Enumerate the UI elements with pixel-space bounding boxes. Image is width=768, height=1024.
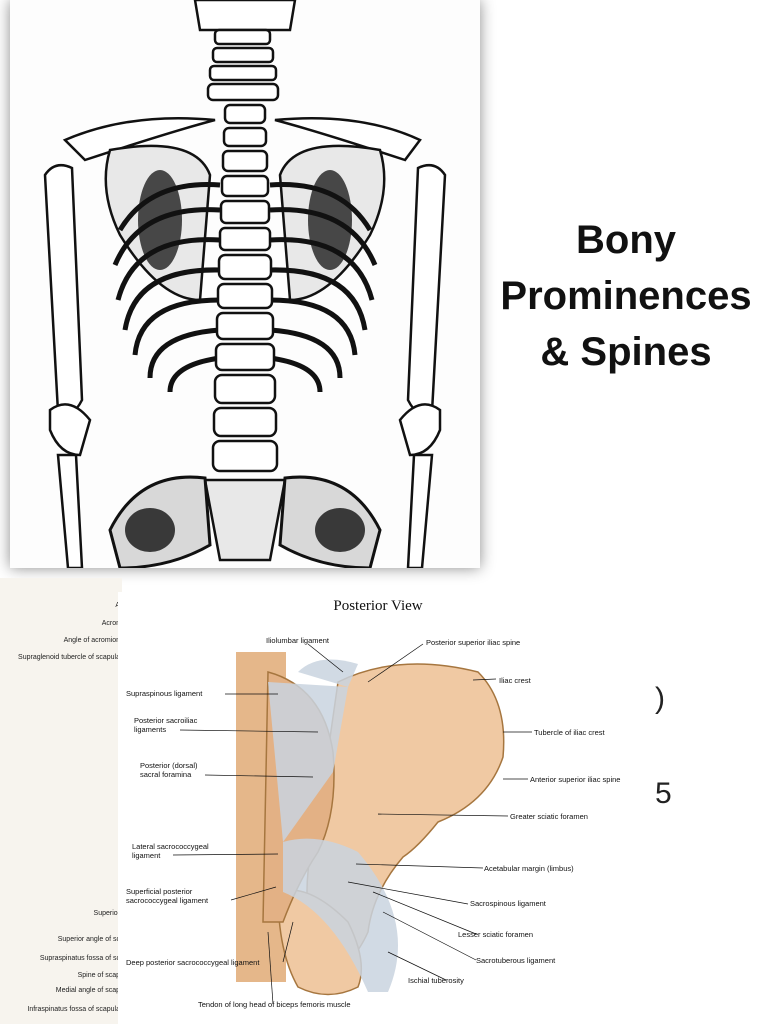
pelvis-posterior-figure: Posterior View Iliolumbar ligament Poste… (118, 592, 638, 1024)
left-label: Superior angle of sc (57, 936, 120, 943)
skeleton-drawing (43, 0, 447, 568)
label-supraspinous-ligament: Supraspinous ligament (126, 689, 203, 698)
left-label: Infraspinatus fossa of scapula (27, 1006, 120, 1013)
label-biceps-femoris-tendon: Tendon of long head of biceps femoris mu… (198, 1000, 351, 1009)
label-iliac-crest: Iliac crest (499, 676, 531, 685)
label-anterior-superior-iliac-spine: Anterior superior iliac spine (530, 775, 621, 784)
label-tubercle-of-iliac-crest: Tubercle of iliac crest (534, 728, 605, 737)
slide-title: Bony Prominences & Spines (490, 212, 762, 380)
title-line-2: Prominences (500, 274, 752, 318)
left-label: Angle of acromion (63, 637, 120, 644)
title-line-3: & Spines (540, 330, 712, 374)
label-posterior-sacroiliac-ligaments: Posterior sacroiliac ligaments (134, 716, 198, 734)
label-iliolumbar-ligament: Iliolumbar ligament (266, 636, 329, 645)
figure-title: Posterior View (333, 598, 423, 614)
label-posterior-sacral-foramina: Posterior (dorsal) sacral foramina (140, 761, 198, 779)
left-label: Supraspinatus fossa of sc (39, 955, 120, 962)
label-acetabular-margin: Acetabular margin (limbus) (484, 864, 574, 873)
pelvis-drawing (172, 643, 532, 1005)
label-lateral-sacrococcygeal-ligament: Lateral sacrococcygeal ligament (132, 842, 209, 860)
left-label: Supraglenoid tubercle of scapula (18, 654, 120, 661)
scapula-figure-fragment: A Acron Angle of acromion Supraglenoid t… (0, 578, 122, 1024)
skeleton-illustration (10, 0, 480, 568)
label-sacrotuberous-ligament: Sacrotuberous ligament (476, 956, 556, 965)
label-superficial-posterior-sacrococcygeal-ligament: Superficial posterior sacrococcygeal lig… (126, 887, 209, 905)
background-paren: ) (655, 682, 665, 715)
left-label: Acron (101, 620, 120, 627)
left-label: A (115, 602, 120, 609)
left-label: Spine of scap (77, 972, 120, 979)
background-five: 5 (655, 777, 672, 810)
label-posterior-superior-iliac-spine: Posterior superior iliac spine (426, 638, 521, 647)
label-lesser-sciatic-foramen: Lesser sciatic foramen (458, 930, 534, 939)
left-label: Medial angle of scap (55, 987, 120, 994)
title-line-1: Bony (576, 218, 676, 262)
label-greater-sciatic-foramen: Greater sciatic foramen (510, 812, 588, 821)
label-deep-posterior-sacrococcygeal-ligament: Deep posterior sacrococcygeal ligament (126, 958, 260, 967)
label-ischial-tuberosity: Ischial tuberosity (408, 976, 464, 985)
label-sacrospinous-ligament: Sacrospinous ligament (470, 899, 546, 908)
left-label: Superior (93, 910, 120, 917)
